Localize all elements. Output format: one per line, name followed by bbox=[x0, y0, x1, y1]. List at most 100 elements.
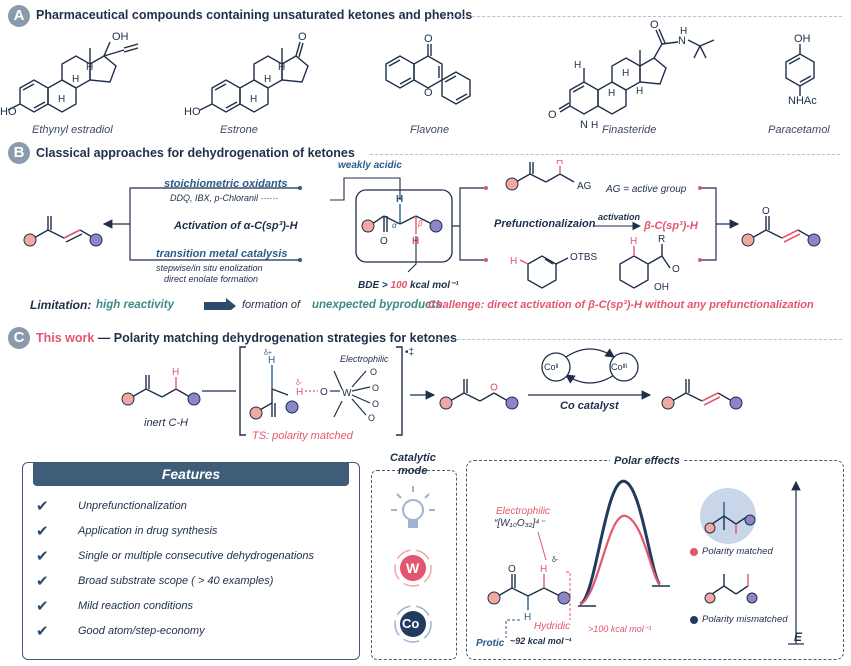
svg-text:α: α bbox=[392, 221, 397, 230]
svg-text:H: H bbox=[622, 68, 629, 79]
challenge-text: Challenge: direct activation of β-C(sp³)… bbox=[428, 299, 814, 311]
feature-item-1: Unprefunctionalization bbox=[78, 500, 187, 512]
svg-text:OH: OH bbox=[654, 282, 669, 293]
stoich-oxidants-label: stoichiometric oxidants bbox=[164, 178, 288, 190]
cobalt-icon bbox=[394, 605, 432, 643]
svg-text:R: R bbox=[658, 234, 665, 245]
svg-text:H: H bbox=[296, 387, 303, 398]
flavone-ring-c bbox=[413, 55, 443, 89]
matched-curve bbox=[579, 514, 661, 606]
section-a-badge: A bbox=[8, 5, 30, 27]
compound-label-estrone: Estrone bbox=[220, 124, 258, 136]
prefunc-label: Prefunctionalizaion bbox=[494, 218, 596, 230]
feature-item-3: Single or multiple consecutive dehydroge… bbox=[78, 550, 315, 562]
catalytic-mode-title-2: mode bbox=[398, 465, 428, 477]
section-b-badge: B bbox=[8, 142, 30, 164]
svg-text:O: O bbox=[672, 264, 680, 275]
hydridic-value: >100 kcal mol⁻¹ bbox=[588, 624, 652, 634]
flavone-ring-b bbox=[441, 71, 471, 105]
features-header bbox=[33, 462, 349, 486]
polar-formula-label: “[W₁₀O₃₂]⁴⁻ bbox=[494, 518, 545, 529]
bde-unit: kcal mol⁻¹ bbox=[407, 280, 459, 291]
svg-text:β: β bbox=[417, 219, 423, 228]
svg-text:δ-: δ- bbox=[552, 557, 559, 564]
protic-value: ~92 kcal mol⁻¹ bbox=[510, 636, 572, 646]
svg-text:O: O bbox=[298, 31, 307, 43]
svg-text:H: H bbox=[524, 612, 531, 623]
svg-text:OH: OH bbox=[112, 31, 129, 43]
features-title: Features bbox=[161, 466, 221, 482]
svg-text:O: O bbox=[548, 109, 557, 121]
check-icon-6: ✔ bbox=[36, 623, 49, 640]
protic-label: Protic bbox=[476, 638, 505, 649]
feature-item-4: Broad substrate scope ( > 40 examples) bbox=[78, 575, 274, 587]
feature-item-5: Mild reaction conditions bbox=[78, 600, 193, 612]
paracetamol-ring bbox=[785, 53, 815, 87]
section-b-title: Classical approaches for dehydrogenation… bbox=[36, 146, 355, 160]
polar-effects-title: Polar effects bbox=[610, 455, 684, 467]
svg-text:HO: HO bbox=[184, 106, 201, 118]
section-c-scheme: H •‡ H δ+ H δ- O W O O O O bbox=[121, 346, 743, 436]
svg-text:O: O bbox=[380, 236, 388, 247]
polar-electrophilic-label: Electrophilic bbox=[496, 506, 550, 517]
svg-text:H: H bbox=[172, 367, 179, 378]
svg-text:δ+: δ+ bbox=[264, 350, 272, 357]
svg-text:H: H bbox=[574, 60, 581, 71]
svg-text:H: H bbox=[72, 74, 79, 85]
tungsten-icon bbox=[394, 549, 432, 587]
limitation-formation: formation of bbox=[242, 299, 301, 311]
otbs-label: OTBS bbox=[570, 252, 598, 263]
svg-text:H: H bbox=[250, 94, 257, 105]
ee-ring-a bbox=[19, 79, 49, 113]
svg-text:O: O bbox=[368, 413, 375, 423]
section-b-divider bbox=[370, 154, 840, 155]
svg-text:O: O bbox=[762, 206, 770, 217]
svg-text:O: O bbox=[320, 387, 328, 398]
svg-text:O: O bbox=[424, 87, 433, 99]
section-b-scheme: H H O α β H H H R O OH O bbox=[23, 160, 821, 310]
svg-text:H: H bbox=[268, 355, 275, 366]
svg-text:O: O bbox=[372, 383, 379, 393]
activation-label: activation bbox=[598, 212, 641, 222]
weakly-acidic-label: weakly acidic bbox=[338, 160, 402, 171]
svg-text:N: N bbox=[580, 119, 588, 131]
ag-label: AG bbox=[577, 181, 592, 192]
check-icon-3: ✔ bbox=[36, 548, 49, 565]
estrone-ring-d bbox=[281, 55, 309, 83]
electrophilic-w-label: Electrophilic bbox=[340, 354, 389, 364]
section-c-title: This work — Polarity matching dehydrogen… bbox=[36, 331, 457, 345]
svg-text:OH: OH bbox=[794, 33, 811, 45]
svg-text:H: H bbox=[510, 256, 517, 267]
compound-label-ethynyl-estradiol: Ethynyl estradiol bbox=[32, 124, 113, 136]
fin-ring-a bbox=[569, 81, 599, 115]
section-c-divider bbox=[422, 339, 842, 340]
compound-label-flavone: Flavone bbox=[410, 124, 450, 136]
svg-text:H: H bbox=[540, 564, 547, 575]
bde-label: BDE > 100 kcal mol⁻¹ bbox=[358, 280, 459, 291]
compound-label-paracetamol: Paracetamol bbox=[768, 124, 830, 136]
svg-text:δ-: δ- bbox=[296, 380, 303, 387]
svg-text:H: H bbox=[591, 120, 598, 131]
svg-text:N: N bbox=[678, 35, 686, 47]
tmc-line2: direct enolate formation bbox=[164, 274, 259, 284]
compound-label-finasteride: Finasteride bbox=[602, 124, 657, 136]
check-icon-4: ✔ bbox=[36, 573, 49, 590]
svg-text:H: H bbox=[264, 74, 271, 85]
check-icon-5: ✔ bbox=[36, 598, 49, 615]
section-c-badge: C bbox=[8, 327, 30, 349]
svg-text:H: H bbox=[86, 62, 93, 73]
check-icon-2: ✔ bbox=[36, 523, 49, 540]
svg-text:O: O bbox=[370, 367, 377, 377]
limitation-byproducts: unexpected byproducts bbox=[312, 299, 442, 311]
svg-text:H: H bbox=[680, 26, 687, 37]
alpha-activation-label: Activation of α-C(sp³)-H bbox=[174, 220, 298, 232]
section-a-title: Pharmaceutical compounds containing unsa… bbox=[36, 8, 473, 22]
bde-value: 100 bbox=[390, 280, 408, 291]
tmc-line1: stepwise/in situ enolization bbox=[156, 263, 263, 273]
polarity-matched-label: Polarity matched bbox=[702, 546, 773, 557]
beta-ch-label: β-C(sp³)-H bbox=[644, 220, 698, 232]
svg-text:H: H bbox=[58, 94, 65, 105]
feature-item-6: Good atom/step-economy bbox=[78, 625, 205, 637]
left-product-pink-dot bbox=[23, 233, 37, 247]
flavone-ring-a bbox=[385, 55, 415, 89]
